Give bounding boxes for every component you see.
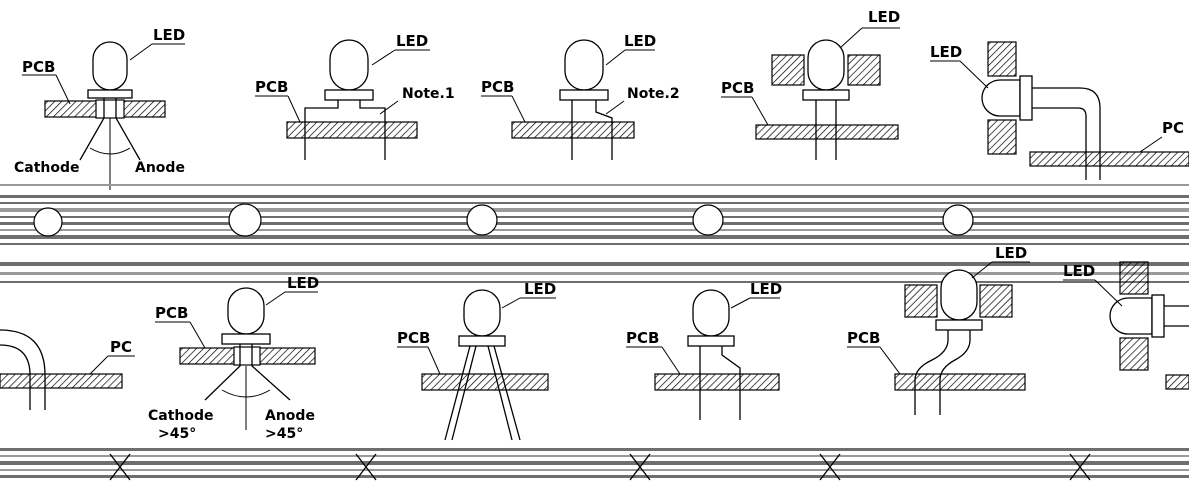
led-flange — [87, 89, 133, 99]
pcb-label: PCB — [155, 304, 188, 322]
spacer-top — [987, 41, 1017, 77]
artifact-band-1 — [0, 184, 1189, 245]
led-body — [329, 39, 369, 91]
note2-label: Note.2 — [627, 86, 680, 102]
spacer-bottom — [987, 119, 1017, 155]
spacer-bottom — [1119, 337, 1149, 371]
figure-bottom-2: LED PCB — [397, 280, 556, 441]
pcb-board — [0, 373, 123, 389]
led-flange — [221, 333, 271, 345]
pcb-board — [654, 373, 780, 391]
spacer-top — [1119, 261, 1149, 295]
led-label: LED — [930, 43, 962, 61]
pcb-board — [755, 124, 899, 140]
led-flange — [687, 335, 735, 347]
led-label: LED — [396, 32, 428, 50]
led-label: LED — [153, 26, 185, 44]
cathode-label: Cathode — [14, 160, 80, 176]
figure-bottom-5: LED — [1063, 261, 1189, 390]
led-flange — [1019, 75, 1033, 121]
led-flange — [324, 89, 374, 101]
led-body — [92, 41, 128, 91]
anode-label: Anode — [135, 160, 185, 176]
pcb-label: PCB — [397, 329, 430, 347]
led-label: LED — [287, 274, 319, 292]
figure-top-3: LED PCB Note.2 — [481, 32, 680, 160]
led-label: LED — [1063, 262, 1095, 280]
spacer-right — [979, 284, 1013, 318]
figure-top-4: LED PCB — [721, 8, 900, 160]
figure-top-2: LED PCB Note.1 — [255, 32, 455, 160]
figure-bottom-4: LED PCB — [847, 244, 1030, 415]
led-label: LED — [868, 8, 900, 26]
figure-top-5: LED PC — [930, 41, 1189, 180]
led-label: LED — [524, 280, 556, 298]
cathode-label: Cathode — [148, 408, 214, 424]
led-body — [1109, 297, 1153, 335]
figure-bottom-1: LED PCB Cathode Anode >45° >45° — [148, 274, 319, 442]
figure-bottom-0: PC — [0, 329, 135, 410]
pcb-label: PCB — [481, 78, 514, 96]
led-body — [807, 39, 845, 91]
led-label: LED — [750, 280, 782, 298]
angle-right-label: >45° — [265, 426, 303, 442]
spacer-left — [771, 54, 805, 86]
led-body — [564, 39, 604, 91]
artifact-band-2 — [0, 262, 1189, 283]
pcb-label: PCB — [22, 58, 55, 76]
led-label: LED — [624, 32, 656, 50]
led-body — [981, 79, 1021, 117]
led-flange — [559, 89, 609, 101]
note1-label: Note.1 — [402, 86, 455, 102]
pcb-label: PCB — [721, 79, 754, 97]
pcb-label: PCB — [255, 78, 288, 96]
led-body — [940, 269, 978, 321]
pcb-label: PCB — [626, 329, 659, 347]
pcb-board — [1029, 151, 1189, 167]
figure-bottom-3: LED PCB — [626, 280, 782, 420]
angle-left-label: >45° — [158, 426, 196, 442]
pcb-board — [1165, 374, 1189, 390]
artifact-band-3 — [0, 448, 1189, 481]
led-body — [227, 287, 265, 335]
led-flange — [802, 89, 850, 101]
spacer-right — [847, 54, 881, 86]
led-body — [692, 289, 730, 337]
pcb-label: PCB — [847, 329, 880, 347]
anode-label: Anode — [265, 408, 315, 424]
pcb-board — [894, 373, 1026, 391]
pcb-board — [511, 121, 635, 139]
led-body — [463, 289, 501, 337]
spacer-left — [904, 284, 938, 318]
led-flange — [1151, 294, 1165, 338]
pc-label: PC — [110, 338, 132, 356]
led-flange — [935, 319, 983, 331]
pc-label: PC — [1162, 119, 1184, 137]
led-flange — [458, 335, 506, 347]
pcb-board — [421, 373, 549, 391]
figure-top-1: LED PCB Cathode Anode — [14, 26, 185, 190]
pcb-board — [286, 121, 418, 139]
led-label: LED — [995, 244, 1027, 262]
